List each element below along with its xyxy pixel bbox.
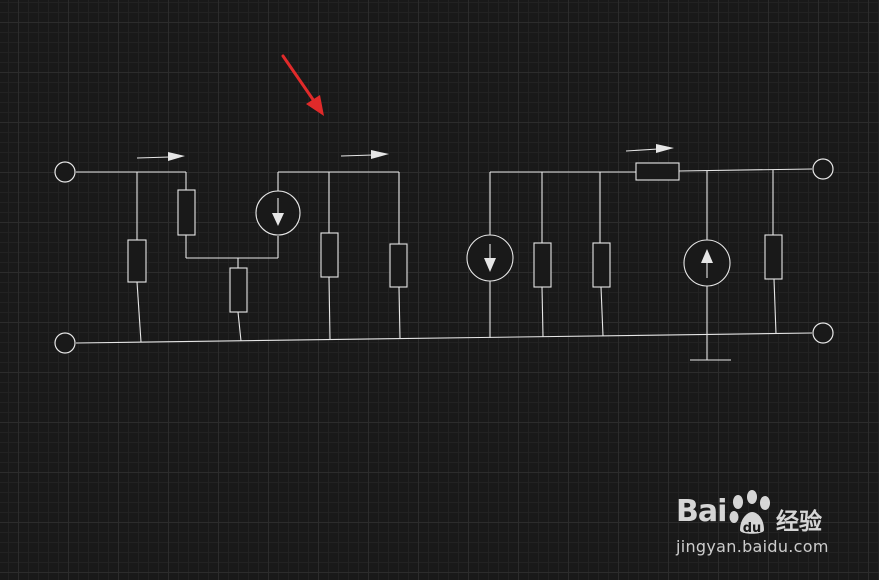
resistor-r3[interactable] <box>229 267 248 313</box>
baidu-jingyan-watermark: Bai du 经验 jingyan.baidu.com <box>672 488 852 566</box>
svg-text:du: du <box>743 521 762 536</box>
current-direction-arrow-icon <box>136 152 185 161</box>
resistor-r6[interactable] <box>533 242 552 288</box>
resistor-r4[interactable] <box>320 232 339 278</box>
current-direction-arrow-icon <box>625 144 674 153</box>
resistor-r5[interactable] <box>389 243 408 288</box>
watermark-brand-text: Bai <box>676 494 727 529</box>
resistor-r7[interactable] <box>592 242 611 288</box>
watermark-url: jingyan.baidu.com <box>676 537 829 556</box>
resistor-r2[interactable] <box>177 189 196 236</box>
current-source-arrow-icon <box>272 213 284 226</box>
right-section <box>466 162 813 361</box>
terminal-top-left[interactable] <box>54 161 76 183</box>
baidu-paw-logo-icon: du <box>729 490 770 536</box>
resistor-r1[interactable] <box>127 239 147 283</box>
left-section <box>76 171 408 343</box>
current-source-arrow-icon <box>701 249 713 263</box>
red-pointer-arrow-icon <box>281 54 324 116</box>
resistor-r8[interactable] <box>635 162 680 181</box>
bottom-rail-wire <box>75 332 813 344</box>
watermark-product-text: 经验 <box>776 509 822 535</box>
current-direction-arrow-icon <box>340 150 389 159</box>
terminal-bottom-right[interactable] <box>812 322 834 344</box>
terminal-bottom-left[interactable] <box>54 332 76 354</box>
current-source-arrow-icon <box>484 258 496 272</box>
resistor-r9[interactable] <box>764 234 783 280</box>
terminal-top-right[interactable] <box>812 158 834 180</box>
